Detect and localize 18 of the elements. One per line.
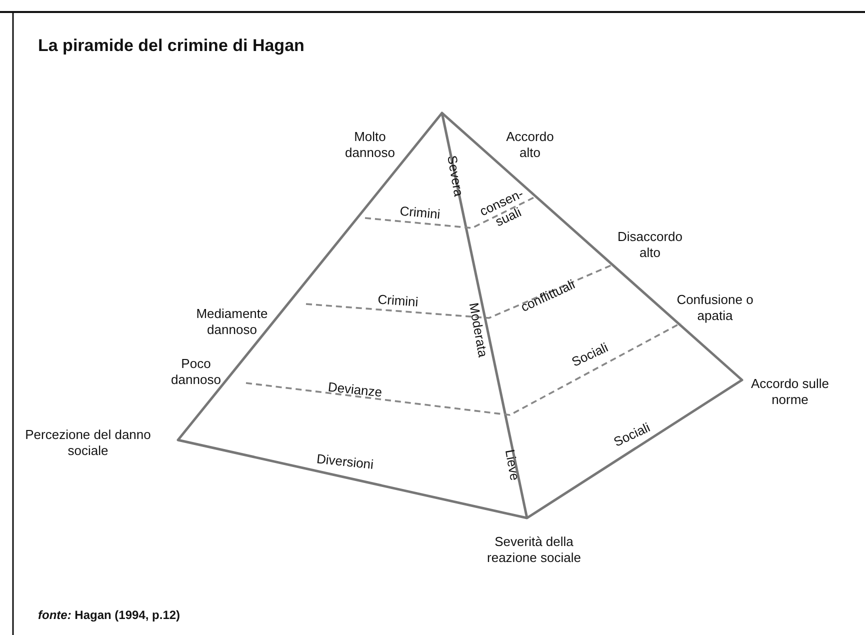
face-label: Diversioni <box>316 451 374 473</box>
face-label: Devianze <box>327 379 383 401</box>
face-label: Lieve <box>501 448 523 482</box>
face-label: Moderata <box>465 302 491 358</box>
axis-label: Accordo alto <box>505 129 555 161</box>
axis-label: Confusione o apatia <box>676 292 754 324</box>
axis-label: Disaccordo alto <box>616 229 684 261</box>
axis-label: Molto dannoso <box>344 129 396 161</box>
face-label: Crimini <box>399 203 441 223</box>
axis-label: Percezione del danno sociale <box>24 427 152 459</box>
axis-label: Mediamente dannoso <box>195 306 269 338</box>
face-label: Severa <box>444 154 466 198</box>
axis-label: Poco dannoso <box>170 356 222 388</box>
axis-label: Accordo sulle norme <box>750 376 830 408</box>
source-caption: fonte: Hagan (1994, p.12) <box>38 608 180 622</box>
face-label: Crimini <box>377 292 419 310</box>
axis-label: Severità della reazione sociale <box>486 534 582 566</box>
diagram-title: La piramide del crimine di Hagan <box>38 36 304 56</box>
